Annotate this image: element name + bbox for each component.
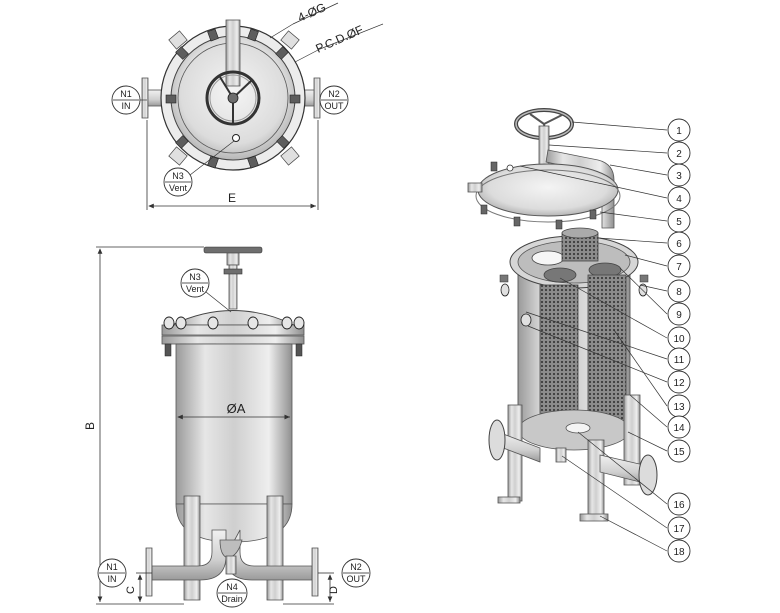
dimension-d-label: D	[328, 586, 340, 594]
svg-text:1: 1	[676, 126, 682, 137]
n2-tag-top: N2 OUT	[319, 85, 349, 115]
lid-dome-front	[171, 310, 295, 326]
callout-4: 4	[667, 186, 691, 210]
svg-text:OUT: OUT	[325, 101, 345, 111]
inlet-flange-front	[145, 547, 153, 597]
callout-18: 18	[667, 539, 691, 563]
callout-15: 15	[667, 439, 691, 463]
dimension-a-label: ØA	[227, 401, 246, 416]
dimension-e-label: E	[228, 191, 236, 205]
outlet-flange-front	[311, 547, 319, 597]
callout-11: 11	[667, 347, 691, 371]
dimension-c-label: C	[125, 586, 137, 594]
svg-text:N4: N4	[226, 582, 238, 592]
svg-text:Drain: Drain	[221, 594, 243, 604]
n1-tag-front: N1 IN	[97, 558, 127, 588]
callout-14: 14	[667, 415, 691, 439]
svg-text:Vent: Vent	[169, 183, 188, 193]
filter-basket-right	[587, 274, 627, 426]
callout-6: 6	[667, 231, 691, 255]
svg-text:N3: N3	[189, 272, 201, 282]
callout-7: 7	[667, 254, 691, 278]
callout-13: 13	[667, 394, 691, 418]
vessel-body-front	[175, 343, 293, 505]
flange-front	[161, 324, 305, 336]
front-view: ØA B C D N3 Vent N1 IN	[83, 246, 371, 608]
callout-12: 12	[667, 370, 691, 394]
svg-text:OUT: OUT	[347, 574, 367, 584]
svg-text:8: 8	[676, 287, 682, 298]
vent-hole-top	[232, 134, 240, 142]
n4-tag-front: N4 Drain	[216, 578, 248, 608]
svg-text:13: 13	[673, 402, 685, 413]
dimension-b-label: B	[83, 422, 97, 430]
handwheel-front	[203, 246, 263, 254]
svg-text:16: 16	[673, 500, 685, 511]
eye-bolts-front	[163, 316, 305, 330]
outlet-flange-top	[313, 77, 321, 119]
svg-text:4: 4	[676, 194, 682, 205]
vent-pipe-top	[225, 19, 241, 87]
pcd-label: P.C.D.ØF	[314, 22, 366, 55]
n2-tag-front: N2 OUT	[341, 558, 371, 588]
n3-tag-front: N3 Vent	[180, 268, 232, 313]
svg-text:5: 5	[676, 217, 682, 228]
callout-16: 16	[667, 492, 691, 516]
svg-text:2: 2	[676, 149, 682, 160]
callout-9: 9	[667, 302, 691, 326]
callout-5: 5	[667, 209, 691, 233]
svg-text:N3: N3	[172, 171, 184, 181]
inlet-flange-top	[141, 77, 149, 119]
svg-text:6: 6	[676, 239, 682, 250]
leg-right-front	[266, 495, 284, 601]
svg-text:3: 3	[676, 171, 682, 182]
callout-8: 8	[667, 279, 691, 303]
bolt-hole-label: 4-ØG	[296, 0, 329, 25]
callout-17: 17	[667, 516, 691, 540]
svg-text:17: 17	[673, 524, 685, 535]
svg-text:11: 11	[674, 355, 685, 366]
svg-text:N1: N1	[120, 89, 132, 99]
svg-text:N2: N2	[328, 89, 340, 99]
drain-pipe-front	[225, 555, 237, 575]
svg-text:12: 12	[673, 378, 685, 389]
lugs-top	[168, 30, 300, 166]
svg-text:15: 15	[673, 447, 685, 458]
callout-2: 2	[667, 141, 691, 165]
top-view: E 4-ØG P.C.D.ØF N1 IN N2 OUT N3 V	[111, 0, 384, 210]
svg-text:7: 7	[676, 262, 682, 273]
leg-left-front	[183, 495, 201, 601]
n1-tag-top: N1 IN	[111, 85, 147, 115]
svg-text:10: 10	[673, 334, 685, 345]
leg-iso-3	[587, 439, 605, 521]
callout-10: 10	[667, 326, 691, 350]
n3-tag-top: N3 Vent	[163, 140, 235, 197]
svg-text:IN: IN	[108, 574, 117, 584]
svg-text:14: 14	[673, 423, 685, 434]
callout-1: 1	[667, 118, 691, 142]
svg-text:18: 18	[673, 547, 685, 558]
callout-leaders	[519, 121, 668, 552]
svg-text:N2: N2	[350, 562, 362, 572]
svg-text:Vent: Vent	[186, 284, 205, 294]
callout-3: 3	[667, 163, 691, 187]
iso-view: 1 2 3 4 5 6 7 8 9 10 11 12 13 14 15 16 1…	[467, 108, 691, 563]
inlet-flange-iso	[488, 419, 506, 461]
svg-text:N1: N1	[106, 562, 118, 572]
svg-text:IN: IN	[122, 101, 131, 111]
svg-text:9: 9	[676, 310, 682, 321]
